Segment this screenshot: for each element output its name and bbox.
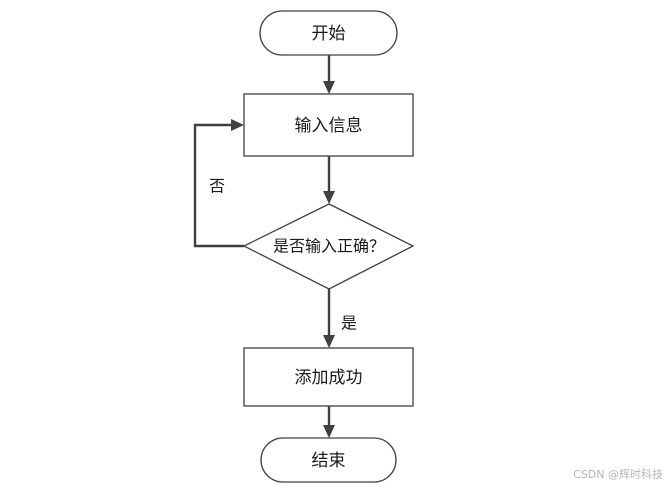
input-process-box [243, 93, 414, 157]
yes-edge-label: 是 [341, 314, 357, 333]
check-label: 是否输入正确？ [273, 237, 385, 256]
arrowhead-success [323, 335, 335, 348]
edge-check-no-loop [193, 123, 244, 248]
check-decision-diamond [242, 203, 415, 290]
arrowhead-end [323, 425, 335, 438]
flowchart-edges [193, 55, 335, 438]
end-terminator [260, 437, 397, 483]
start-label: 开始 [312, 24, 346, 44]
arrowhead-loop [231, 119, 244, 131]
input-label: 输入信息 [295, 116, 363, 136]
start-terminator [259, 10, 398, 56]
success-process-box [243, 347, 414, 407]
start-node: 开始 [259, 10, 398, 56]
end-node: 结束 [260, 437, 397, 483]
arrowhead-check [323, 191, 335, 204]
no-edge-label: 否 [209, 177, 225, 196]
end-label: 结束 [312, 451, 346, 471]
success-label: 添加成功 [295, 368, 363, 388]
input-node: 输入信息 [243, 93, 414, 157]
csdn-watermark: CSDN @辉时科技 [573, 468, 663, 481]
check-node: 是否输入正确？ [242, 203, 415, 290]
arrowhead-input [323, 81, 335, 94]
success-node: 添加成功 [243, 347, 414, 407]
